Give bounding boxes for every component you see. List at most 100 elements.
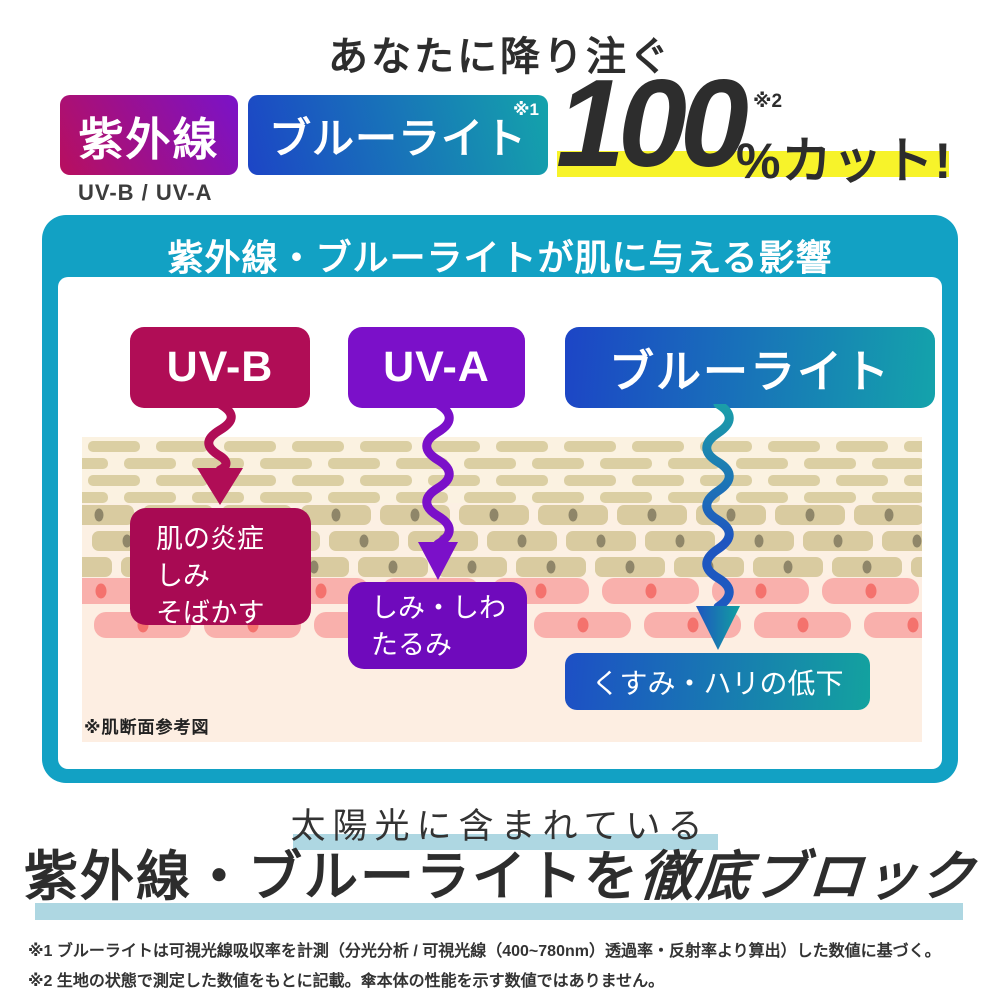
skin-cell <box>804 492 856 503</box>
skin-cell <box>602 578 699 604</box>
footnote-1: ※1 ブルーライトは可視光線吸収率を計測（分光分析 / 可視光線（400~780… <box>28 943 941 960</box>
skin-cell <box>329 531 399 551</box>
skin-cell-dot <box>95 583 106 599</box>
effect-box-bluelight: くすみ・ハリの低下 <box>565 653 870 710</box>
skin-cell-dot <box>359 534 369 548</box>
skin-cell <box>124 492 176 503</box>
skin-cell-dot <box>577 617 588 633</box>
skin-cell <box>88 475 140 486</box>
skin-cell <box>496 475 548 486</box>
skin-cell <box>464 492 516 503</box>
skin-cell <box>768 475 820 486</box>
uv-badge-label: 紫外線 <box>78 113 220 165</box>
skin-cell-dot <box>331 508 341 522</box>
skin-cell <box>496 441 548 452</box>
skin-cell <box>700 441 752 452</box>
skin-cell <box>124 458 176 469</box>
skin-cell <box>566 531 636 551</box>
skin-cell-dot <box>797 617 808 633</box>
skin-cell <box>534 612 631 638</box>
skin-cell <box>360 441 412 452</box>
ray-badge-uva: UV-A <box>348 327 525 408</box>
skin-cell <box>358 557 428 577</box>
uv-sub-label: UV-B / UV-A <box>78 180 213 205</box>
skin-cell <box>668 458 720 469</box>
skin-cell <box>822 578 919 604</box>
skin-cell-dot <box>912 534 922 548</box>
skin-cell <box>836 475 888 486</box>
lead-highlight-bar <box>293 834 718 850</box>
lead-text: 太陽光に含まれている <box>290 807 710 846</box>
skin-cell <box>804 458 856 469</box>
cut-number: 100 <box>556 55 749 193</box>
skin-cell <box>632 441 684 452</box>
skin-cell-dot <box>625 560 635 574</box>
ray-badge-uva-label: UV-A <box>383 343 490 391</box>
skin-cell <box>864 612 922 638</box>
skin-cell <box>360 475 412 486</box>
skin-cell <box>292 441 344 452</box>
skin-cell-dot <box>137 617 148 633</box>
skin-cell-dot <box>94 508 104 522</box>
skin-cell <box>487 531 557 551</box>
skin-cell-dot <box>907 617 918 633</box>
bluelight-badge-label: ブルーライト <box>268 114 527 162</box>
skin-cell <box>882 531 922 551</box>
skin-cell <box>724 531 794 551</box>
skin-cell <box>904 441 922 452</box>
footnote-ref-1: ※1 <box>513 100 539 119</box>
skin-cell <box>260 492 312 503</box>
skin-cell <box>854 505 922 525</box>
yellow-highlight-bar <box>557 151 949 177</box>
skin-cell <box>754 612 851 638</box>
skin-cell-dot <box>726 508 736 522</box>
headline-plain: 紫外線・ブルーライトを <box>24 847 640 907</box>
top-caption: あなたに降り注ぐ <box>328 35 672 79</box>
skin-cell <box>836 441 888 452</box>
ray-badge-bluelight-label: ブルーライト <box>608 346 891 397</box>
skin-cell <box>632 475 684 486</box>
skin-cell <box>911 557 922 577</box>
skin-cell <box>532 492 584 503</box>
skin-cell <box>464 458 516 469</box>
skin-cell-dot <box>315 583 326 599</box>
skin-cell-dot <box>122 534 132 548</box>
skin-cell <box>82 492 108 503</box>
skin-cell <box>600 458 652 469</box>
skin-cell <box>292 475 344 486</box>
skin-cell <box>328 458 380 469</box>
skin-cell <box>736 458 788 469</box>
skin-cell-dot <box>645 583 656 599</box>
skin-cell-dot <box>783 560 793 574</box>
effect-box-uvb: 肌の炎症 しみ そばかす <box>130 508 311 628</box>
skin-cell <box>459 505 529 525</box>
skin-cell <box>301 505 371 525</box>
skin-cell-dot <box>410 508 420 522</box>
ray-badge-uvb-label: UV-B <box>166 343 274 391</box>
skin-cell-dot <box>755 583 766 599</box>
skin-cell <box>437 557 507 577</box>
skin-cell-dot <box>535 583 546 599</box>
skin-cell <box>224 441 276 452</box>
skin-cell-dot <box>647 508 657 522</box>
skin-cell-dot <box>388 560 398 574</box>
bluelight-arrow-icon <box>696 404 740 650</box>
skin-cell <box>156 475 208 486</box>
skin-cell <box>595 557 665 577</box>
uv-badge: 紫外線 <box>60 95 238 175</box>
headline-highlight-bar <box>35 903 963 920</box>
headline-emphasis: 徹底ブロック <box>637 847 979 907</box>
skin-cell <box>736 492 788 503</box>
skin-cell <box>82 505 134 525</box>
skin-cell <box>328 492 380 503</box>
skin-cell <box>803 531 873 551</box>
skin-cell-dot <box>865 583 876 599</box>
skin-cell <box>82 557 112 577</box>
cut-suffix: %カット! <box>736 133 953 189</box>
skin-cell-dot <box>517 534 527 548</box>
skin-cell-dot <box>568 508 578 522</box>
skin-cell-dot <box>675 534 685 548</box>
ray-badge-bluelight: ブルーライト <box>565 327 935 408</box>
skin-cell <box>645 531 715 551</box>
